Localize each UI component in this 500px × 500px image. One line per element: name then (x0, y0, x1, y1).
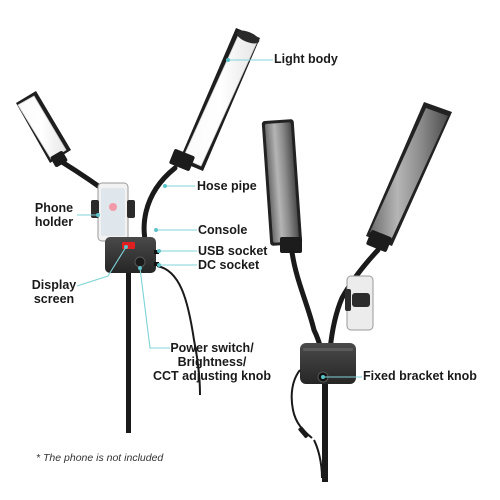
back-console-box (300, 343, 356, 384)
label-display-screen-line1: Display (31, 278, 77, 292)
label-power-knob-line2: Brightness/ (177, 355, 247, 369)
phone-holder (91, 182, 135, 242)
console-box (105, 237, 159, 273)
right-stand-pole (322, 384, 328, 482)
left-power-cable (156, 265, 201, 396)
label-power-knob-line1: Power switch/ (170, 341, 254, 355)
label-power-knob: Power switch/ Brightness/ CCT adjusting … (150, 341, 274, 383)
label-hose-pipe: Hose pipe (197, 179, 257, 193)
callout-lines (76, 58, 362, 379)
power-knob (134, 256, 146, 268)
label-usb-socket: USB socket (198, 244, 268, 258)
label-dc-socket: DC socket (198, 258, 260, 272)
back-phone-clamp (345, 275, 374, 331)
label-console: Console (198, 223, 248, 237)
right-panel-light (169, 28, 260, 171)
label-bracket-knob: Fixed bracket knob (363, 369, 477, 383)
right-hose-pipe (141, 165, 178, 247)
left-light-assembly (16, 28, 260, 433)
label-phone-holder-line1: Phone (34, 201, 74, 215)
dc-socket (154, 262, 159, 266)
back-right-hose (327, 247, 381, 353)
back-panel-right (366, 102, 452, 252)
label-display-screen: Display screen (30, 278, 78, 306)
label-phone-holder: Phone holder (33, 201, 75, 229)
label-display-screen-line2: screen (33, 292, 75, 306)
usb-socket (154, 250, 159, 254)
left-panel-light (16, 91, 71, 167)
label-light-body: Light body (274, 52, 338, 66)
back-panel-left (261, 119, 303, 253)
back-left-hose (289, 249, 325, 355)
label-phone-holder-line2: holder (34, 215, 74, 229)
right-light-assembly (261, 102, 452, 482)
display-screen (122, 242, 135, 249)
disclaimer-note: * The phone is not included (36, 452, 164, 464)
label-power-knob-line3: CCT adjusting knob (152, 369, 272, 383)
left-stand-pole (126, 273, 131, 433)
